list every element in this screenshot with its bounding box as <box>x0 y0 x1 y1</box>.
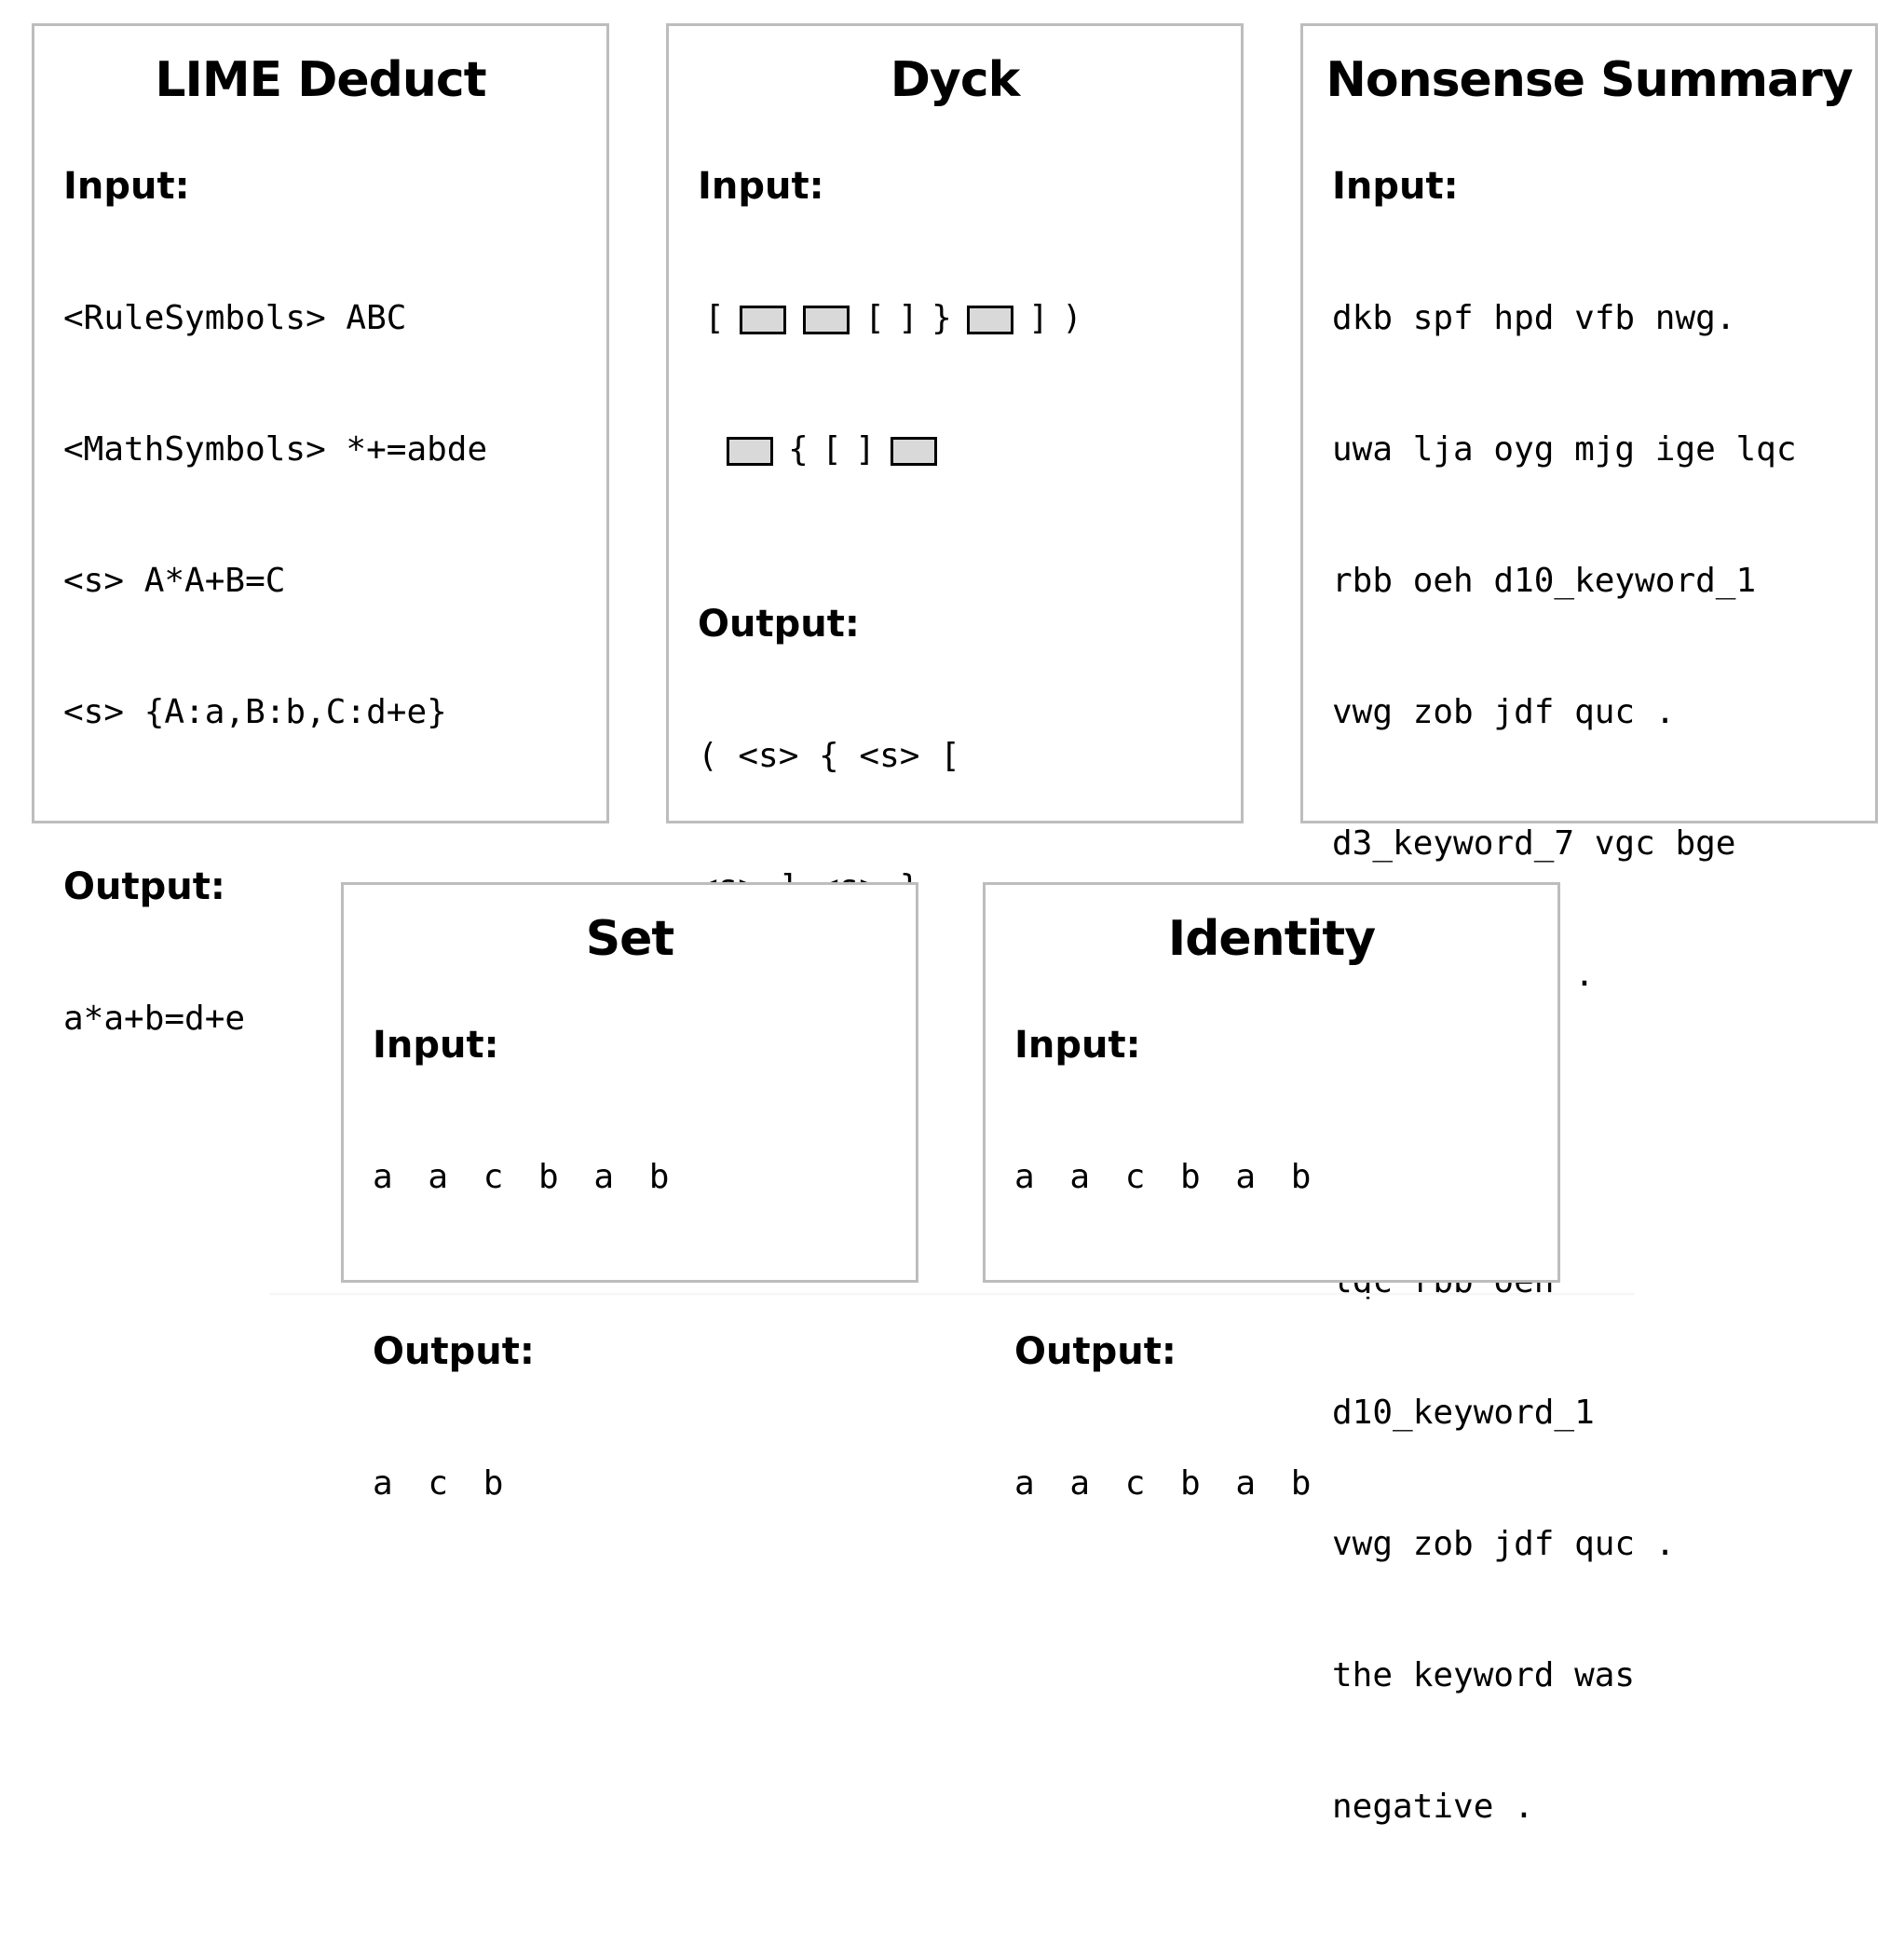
output-line: a*a+b=d+e <box>63 1000 246 1038</box>
panel-set: Set Input: a a c b a b Output: a c b <box>341 882 918 1503</box>
bracket-token: } <box>932 299 952 337</box>
panel-title: Set <box>585 911 675 967</box>
bottom-shadow <box>270 1293 1634 1297</box>
bracket-token: [ <box>864 299 885 337</box>
bracket-token: [ <box>822 430 842 469</box>
input-label: Input: <box>1014 1024 1141 1067</box>
panel-body: Input: a a c b a b Output: a a c b a b <box>1014 1023 1548 1636</box>
input-line: dkb spf hpd vfb nwg. <box>1332 299 1736 337</box>
input-line: a a c b a b <box>373 1158 677 1196</box>
masked-token-box <box>740 305 786 334</box>
dyck-input-line: { [] <box>718 428 1231 471</box>
input-lines: a a c b a b <box>373 1068 906 1286</box>
panel-body: Input: <RuleSymbols> ABC <MathSymbols> *… <box>63 164 597 1171</box>
output-line: a a c b a b <box>1014 1464 1319 1503</box>
panel-body: Input: a a c b a b Output: a c b <box>373 1023 906 1636</box>
output-line: ( <s> { <s> [ <box>698 737 960 775</box>
input-line: rbb oeh d10_keyword_1 <box>1332 562 1757 600</box>
bracket-token: ) <box>1062 299 1082 337</box>
input-label: Input: <box>63 165 190 208</box>
output-label: Output: <box>1014 1330 1176 1373</box>
bracket-token: ] <box>855 430 876 469</box>
masked-token-box <box>727 436 773 466</box>
output-label: Output: <box>698 603 860 646</box>
input-lines: [ []}]) { [] <box>698 209 1231 559</box>
input-line: <RuleSymbols> ABC <box>63 299 407 337</box>
input-line: <s> {A:a,B:b,C:d+e} <box>63 693 447 731</box>
bracket-token: ] <box>1028 299 1049 337</box>
panel-nonsense-summary: Nonsense Summary Input: dkb spf hpd vfb … <box>1300 23 1878 1826</box>
input-label: Input: <box>1332 165 1459 208</box>
input-line: uwa lja oyg mjg ige lqc <box>1332 430 1797 469</box>
output-lines: a*a+b=d+e <box>63 909 597 1128</box>
bracket-token: { <box>788 430 809 469</box>
panel-dyck: Dyck Input: [ []}]) { [] Output: ( <s> { <… <box>666 23 1244 906</box>
panel-title: Nonsense Summary <box>1326 52 1853 108</box>
output-line: the keyword was <box>1332 1656 1636 1694</box>
masked-token-box <box>891 436 937 466</box>
panel-title: Identity <box>1167 911 1376 967</box>
panel-title: LIME Deduct <box>155 52 486 108</box>
dyck-input-line: [ []}]) <box>698 296 1231 340</box>
masked-token-box <box>967 305 1013 334</box>
bracket-token: [ <box>704 299 725 337</box>
panel-title: Dyck <box>890 52 1020 108</box>
input-line: vwg zob jdf quc . <box>1332 693 1676 731</box>
output-lines: a c b <box>373 1374 906 1593</box>
output-line: negative . <box>1332 1788 1534 1826</box>
bracket-token: ] <box>898 299 918 337</box>
masked-token-box <box>803 305 850 334</box>
input-line: <s> A*A+B=C <box>63 562 286 600</box>
input-lines: a a c b a b <box>1014 1068 1548 1286</box>
panel-identity: Identity Input: a a c b a b Output: a a … <box>983 882 1560 1503</box>
input-lines: <RuleSymbols> ABC <MathSymbols> *+=abde … <box>63 209 597 822</box>
output-lines: a a c b a b <box>1014 1374 1548 1593</box>
output-line: a c b <box>373 1464 511 1503</box>
output-label: Output: <box>63 865 225 908</box>
input-line: <MathSymbols> *+=abde <box>63 430 488 469</box>
input-label: Input: <box>373 1024 499 1067</box>
panel-lime-deduct: LIME Deduct Input: <RuleSymbols> ABC <Ma… <box>32 23 609 1038</box>
input-lines: dkb spf hpd vfb nwg. uwa lja oyg mjg ige… <box>1332 209 1866 1084</box>
output-label: Output: <box>373 1330 535 1373</box>
input-line: d3_keyword_7 vgc bge <box>1332 824 1736 863</box>
input-label: Input: <box>698 165 824 208</box>
input-line: a a c b a b <box>1014 1158 1319 1196</box>
